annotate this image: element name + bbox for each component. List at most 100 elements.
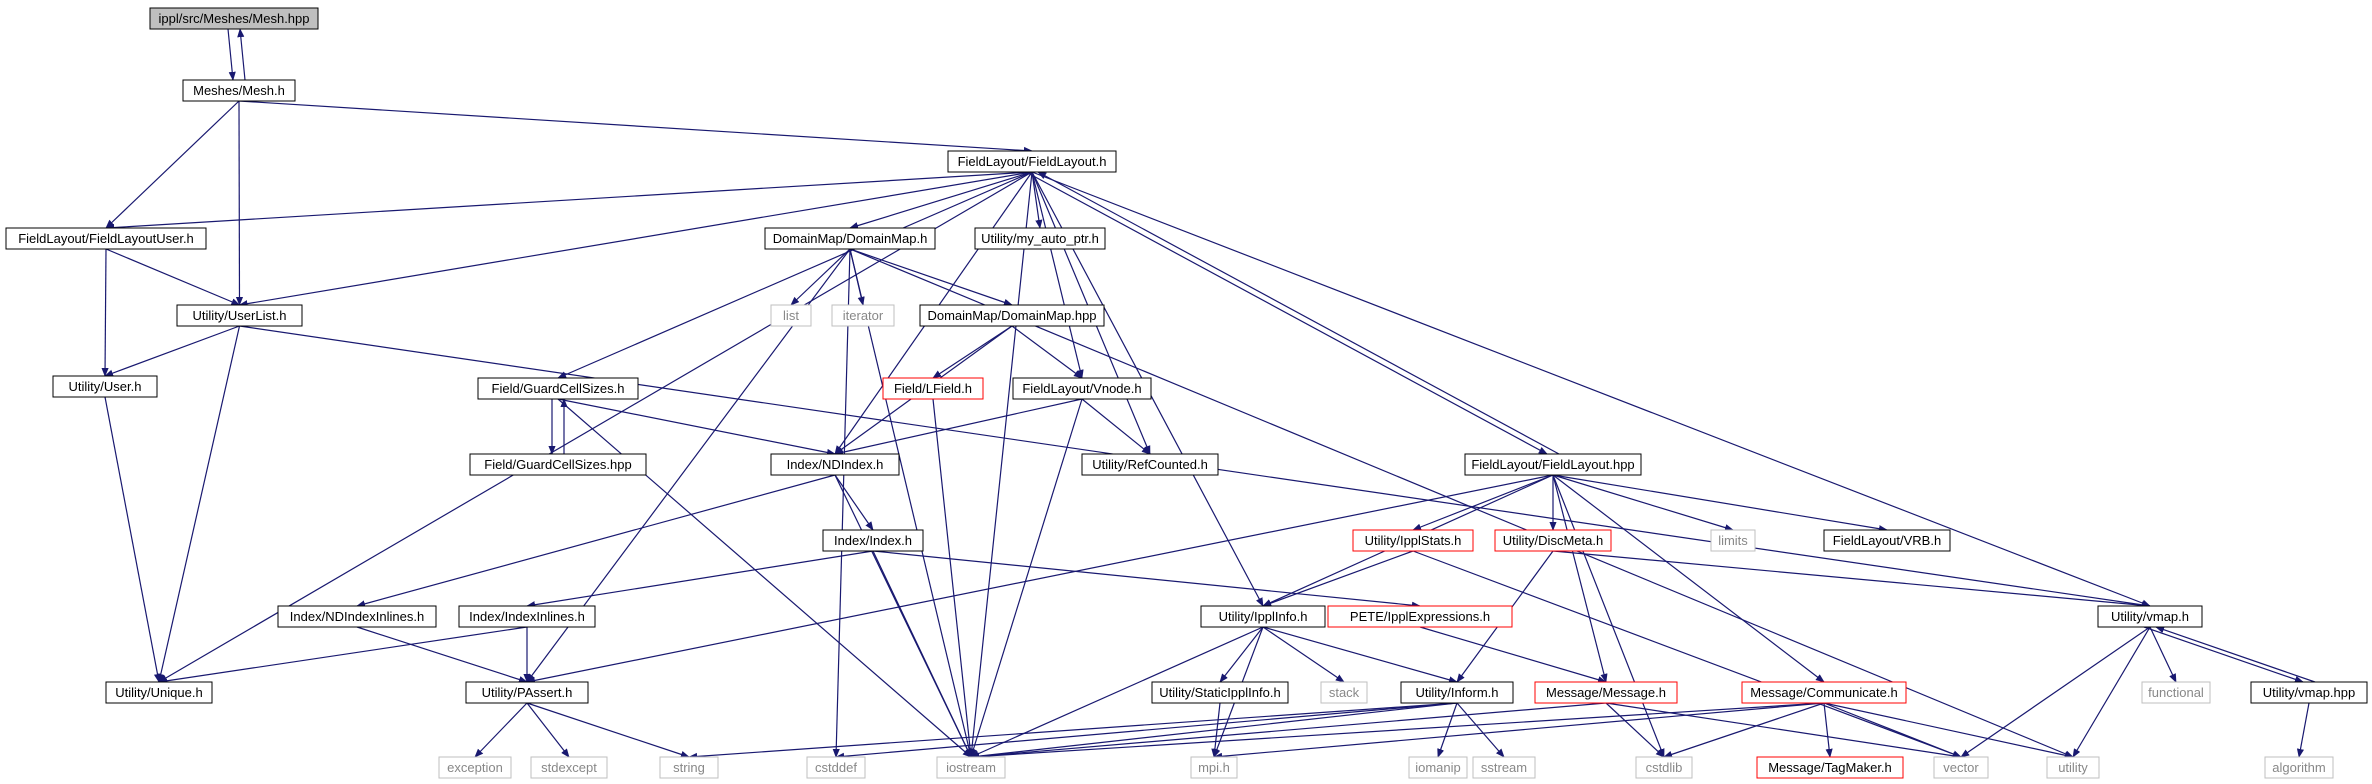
node-root[interactable]: ippl/src/Meshes/Mesh.hpp <box>149 7 319 30</box>
node-box[interactable] <box>2264 756 2334 779</box>
node-box[interactable] <box>659 756 719 779</box>
node-box[interactable] <box>477 377 639 400</box>
node-sstream[interactable]: sstream <box>1472 756 1536 779</box>
node-box[interactable] <box>1741 681 1907 704</box>
node-box[interactable] <box>465 681 589 704</box>
node-box[interactable] <box>947 150 1117 173</box>
node-myauto[interactable]: Utility/my_auto_ptr.h <box>974 227 1106 250</box>
node-gcs[interactable]: Field/GuardCellSizes.h <box>477 377 639 400</box>
node-box[interactable] <box>1933 756 1989 779</box>
node-box[interactable] <box>1464 453 1642 476</box>
node-box[interactable] <box>1756 756 1904 779</box>
node-box[interactable] <box>105 681 213 704</box>
node-indexinl[interactable]: Index/IndexInlines.h <box>458 605 596 628</box>
node-box[interactable] <box>149 7 319 30</box>
node-string[interactable]: string <box>659 756 719 779</box>
node-dmhpp[interactable]: DomainMap/DomainMap.hpp <box>919 304 1105 327</box>
node-ndii[interactable]: Index/NDIndexInlines.h <box>277 605 437 628</box>
node-box[interactable] <box>2097 605 2203 628</box>
node-passert[interactable]: Utility/PAssert.h <box>465 681 589 704</box>
node-iterator[interactable]: iterator <box>831 304 895 327</box>
node-box[interactable] <box>1320 681 1368 704</box>
node-box[interactable] <box>1200 605 1326 628</box>
node-flhpp[interactable]: FieldLayout/FieldLayout.hpp <box>1464 453 1642 476</box>
node-refcounted[interactable]: Utility/RefCounted.h <box>1081 453 1219 476</box>
node-box[interactable] <box>1400 681 1514 704</box>
node-box[interactable] <box>764 227 936 250</box>
node-box[interactable] <box>1534 681 1678 704</box>
node-box[interactable] <box>1635 756 1693 779</box>
node-discmeta[interactable]: Utility/DiscMeta.h <box>1494 529 1612 552</box>
node-vmap[interactable]: Utility/vmap.h <box>2097 605 2203 628</box>
node-ipplinfo[interactable]: Utility/IpplInfo.h <box>1200 605 1326 628</box>
node-ipplstats[interactable]: Utility/IpplStats.h <box>1352 529 1474 552</box>
node-box[interactable] <box>831 304 895 327</box>
node-box[interactable] <box>277 605 437 628</box>
node-fl[interactable]: FieldLayout/FieldLayout.h <box>947 150 1117 173</box>
node-box[interactable] <box>176 304 303 327</box>
node-inform[interactable]: Utility/Inform.h <box>1400 681 1514 704</box>
node-box[interactable] <box>1472 756 1536 779</box>
node-box[interactable] <box>52 375 158 398</box>
node-box[interactable] <box>770 304 812 327</box>
node-box[interactable] <box>882 377 984 400</box>
node-box[interactable] <box>974 227 1106 250</box>
node-communicate[interactable]: Message/Communicate.h <box>1741 681 1907 704</box>
node-box[interactable] <box>806 756 866 779</box>
node-box[interactable] <box>1823 529 1951 552</box>
node-box[interactable] <box>530 756 608 779</box>
node-tagmaker[interactable]: Message/TagMaker.h <box>1756 756 1904 779</box>
node-static[interactable]: Utility/StaticIpplInfo.h <box>1151 681 1289 704</box>
node-user[interactable]: Utility/User.h <box>52 375 158 398</box>
node-box[interactable] <box>1151 681 1289 704</box>
node-meshh[interactable]: Meshes/Mesh.h <box>182 79 296 102</box>
node-box[interactable] <box>2250 681 2368 704</box>
node-list[interactable]: list <box>770 304 812 327</box>
node-message[interactable]: Message/Message.h <box>1534 681 1678 704</box>
node-box[interactable] <box>469 453 647 476</box>
node-box[interactable] <box>1352 529 1474 552</box>
node-box[interactable] <box>1081 453 1219 476</box>
node-box[interactable] <box>182 79 296 102</box>
node-gcshpp[interactable]: Field/GuardCellSizes.hpp <box>469 453 647 476</box>
node-iostream[interactable]: iostream <box>936 756 1006 779</box>
node-box[interactable] <box>1190 756 1238 779</box>
node-ndindex[interactable]: Index/NDIndex.h <box>770 453 900 476</box>
node-unique[interactable]: Utility/Unique.h <box>105 681 213 704</box>
node-box[interactable] <box>1408 756 1468 779</box>
node-cstddef[interactable]: cstddef <box>806 756 866 779</box>
node-box[interactable] <box>936 756 1006 779</box>
node-vector[interactable]: vector <box>1933 756 1989 779</box>
node-vnode[interactable]: FieldLayout/Vnode.h <box>1012 377 1152 400</box>
node-box[interactable] <box>770 453 900 476</box>
node-box[interactable] <box>438 756 512 779</box>
node-functional[interactable]: functional <box>2141 681 2211 704</box>
node-box[interactable] <box>919 304 1105 327</box>
node-limits[interactable]: limits <box>1710 529 1756 552</box>
node-lfield[interactable]: Field/LField.h <box>882 377 984 400</box>
node-index[interactable]: Index/Index.h <box>822 529 924 552</box>
node-iomanip[interactable]: iomanip <box>1408 756 1468 779</box>
node-vrb[interactable]: FieldLayout/VRB.h <box>1823 529 1951 552</box>
node-flu[interactable]: FieldLayout/FieldLayoutUser.h <box>5 227 207 250</box>
node-exception[interactable]: exception <box>438 756 512 779</box>
node-utility[interactable]: utility <box>2046 756 2100 779</box>
node-stdexcept[interactable]: stdexcept <box>530 756 608 779</box>
node-box[interactable] <box>5 227 207 250</box>
node-pete[interactable]: PETE/IpplExpressions.h <box>1327 605 1513 628</box>
node-box[interactable] <box>822 529 924 552</box>
node-cstdlib[interactable]: cstdlib <box>1635 756 1693 779</box>
node-box[interactable] <box>1494 529 1612 552</box>
node-box[interactable] <box>458 605 596 628</box>
node-box[interactable] <box>1012 377 1152 400</box>
node-box[interactable] <box>1327 605 1513 628</box>
node-userlist[interactable]: Utility/UserList.h <box>176 304 303 327</box>
node-stack[interactable]: stack <box>1320 681 1368 704</box>
node-algorithm[interactable]: algorithm <box>2264 756 2334 779</box>
node-vmaphpp[interactable]: Utility/vmap.hpp <box>2250 681 2368 704</box>
node-box[interactable] <box>1710 529 1756 552</box>
node-mpih[interactable]: mpi.h <box>1190 756 1238 779</box>
node-box[interactable] <box>2046 756 2100 779</box>
node-box[interactable] <box>2141 681 2211 704</box>
node-dm[interactable]: DomainMap/DomainMap.h <box>764 227 936 250</box>
